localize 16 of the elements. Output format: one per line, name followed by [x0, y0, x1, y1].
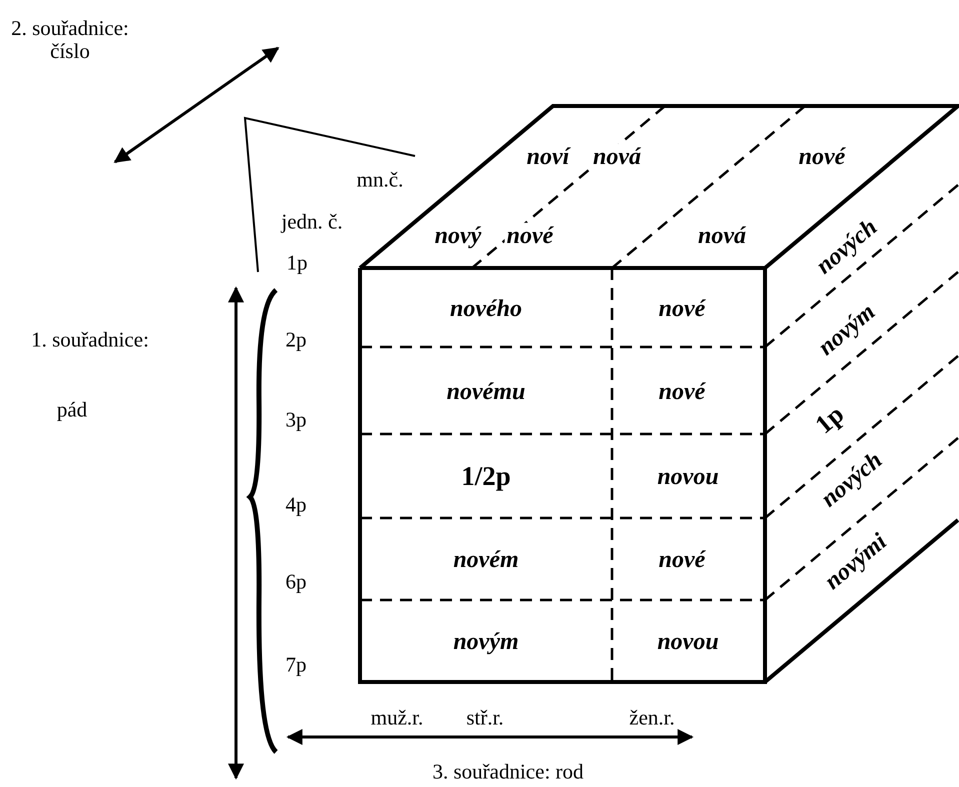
- case-label: 6p: [286, 570, 306, 594]
- axis-label: pád: [56, 398, 88, 422]
- case-label: 3p: [286, 408, 306, 432]
- axis-label: 3. souřadnice: rod: [432, 760, 584, 784]
- case-label: 1p: [286, 251, 308, 275]
- case-label: 4p: [286, 493, 306, 517]
- gender-label: muž.r.: [370, 706, 424, 730]
- case-label: 2p: [286, 328, 306, 352]
- number-label: jedn. č.: [281, 210, 343, 234]
- word-form: 1p: [810, 400, 850, 440]
- case-label: 7p: [286, 653, 306, 677]
- axis-label: 1. souřadnice:: [31, 328, 149, 352]
- axis-label: 2. souřadnice: číslo: [10, 16, 130, 64]
- gender-label: stř.r.: [466, 706, 504, 730]
- number-label: mn.č.: [356, 168, 404, 192]
- gender-label: žen.r.: [629, 706, 675, 730]
